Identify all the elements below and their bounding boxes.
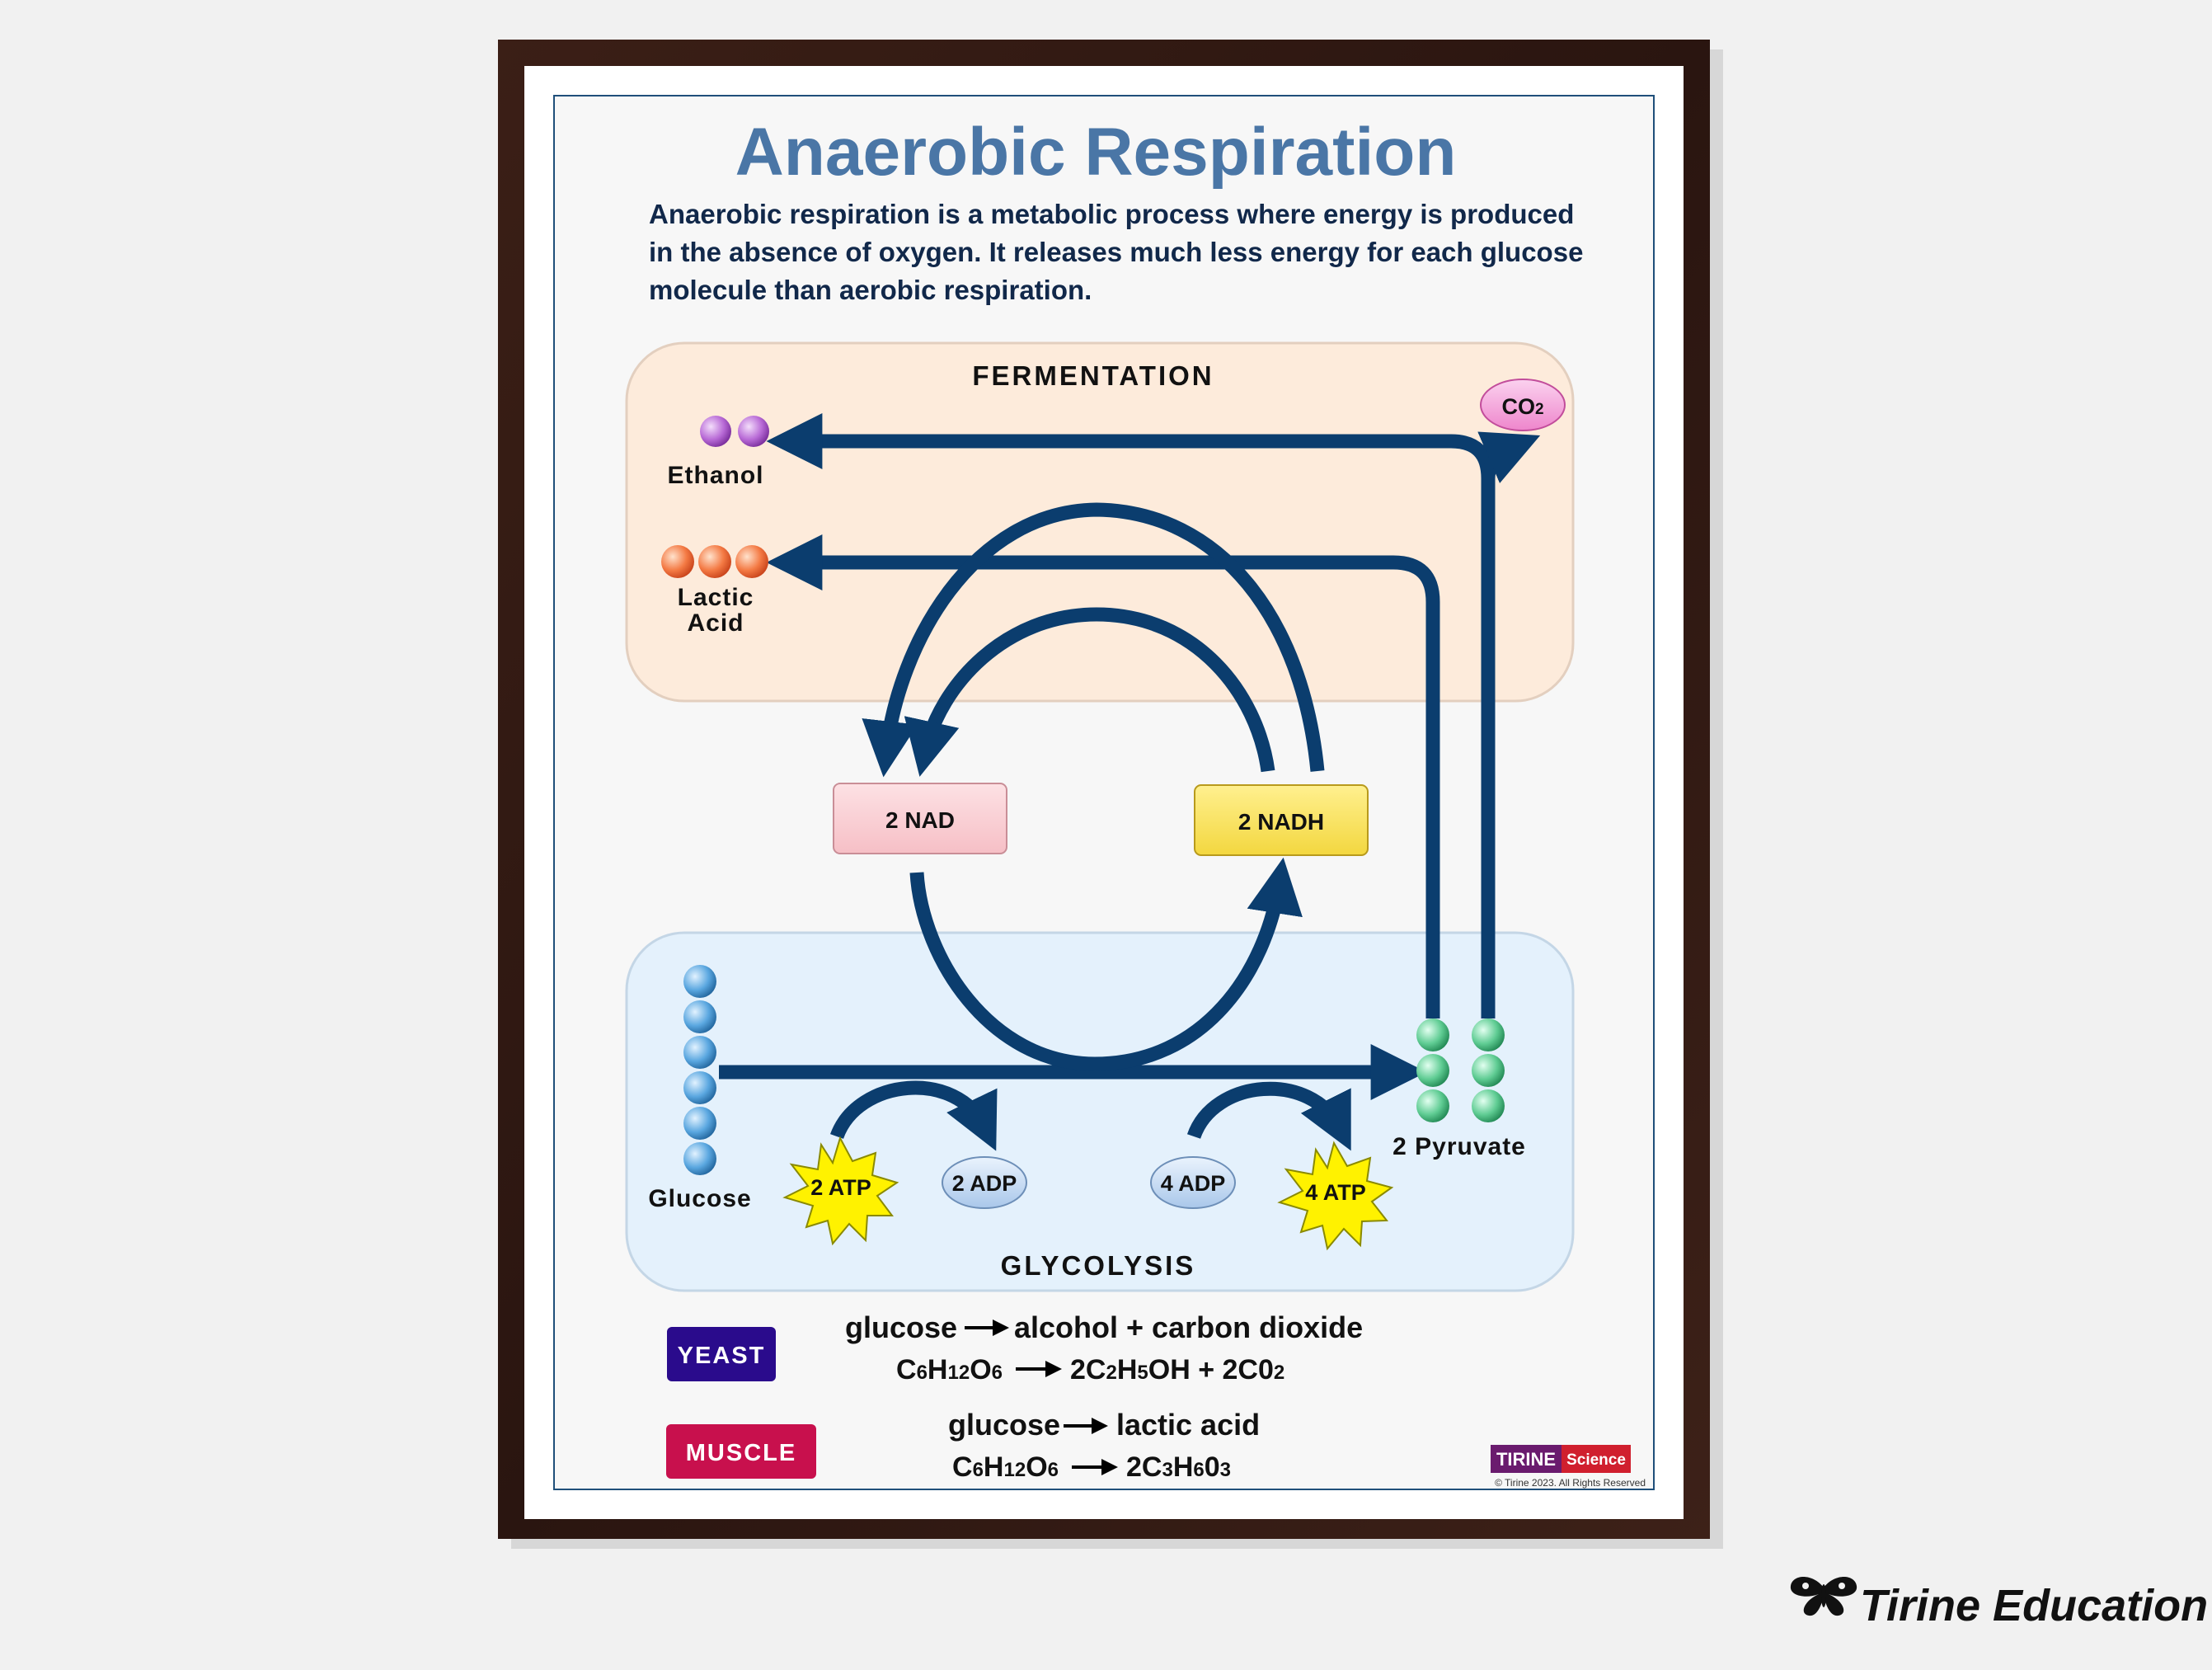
outer-cycle-arrow-left: [862, 502, 1325, 778]
glucose-label: Glucose: [648, 1185, 751, 1212]
yf2-a: 2C: [1070, 1354, 1106, 1385]
adp-to-atp-arrow: [1186, 1081, 1351, 1151]
yf1-b: 6: [917, 1362, 928, 1384]
mf2-e: 0: [1205, 1451, 1220, 1483]
co2-label: CO2: [1501, 394, 1543, 419]
mf1-d: 12: [1003, 1459, 1026, 1481]
atp-in-burst: [782, 1136, 899, 1246]
lactic-label-line2: Acid: [687, 609, 744, 637]
yf2-b: 2: [1106, 1362, 1116, 1384]
nad-box: [833, 783, 1007, 854]
yeast-badge: [667, 1327, 776, 1381]
glycolysis-title: GLYCOLYSIS: [1001, 1250, 1196, 1281]
muscle-badge-label: MUSCLE: [686, 1440, 796, 1466]
mf1-f: 6: [1048, 1459, 1059, 1481]
mf2-a: 2C: [1126, 1451, 1162, 1483]
co2-arrow: [1477, 431, 1541, 483]
intro-line-3: molecule than aerobic respiration.: [649, 275, 1092, 305]
adp-in-label: 4 ADP: [1161, 1171, 1226, 1196]
logo-right-text: Science: [1566, 1451, 1626, 1469]
yf1-c: H: [928, 1354, 948, 1385]
glucose-molecule: [683, 965, 716, 1175]
brand-name: Tirine Education: [1860, 1581, 2208, 1630]
atp-out-burst: [1277, 1141, 1394, 1251]
mf2-f: 3: [1220, 1459, 1231, 1481]
ethanol-label: Ethanol: [668, 462, 764, 489]
pyruvate-label: 2 Pyruvate: [1392, 1133, 1526, 1160]
muscle-formula-right: 2C3H603: [1126, 1451, 1231, 1483]
yf2-c: H: [1117, 1354, 1138, 1385]
mf2-b: 3: [1162, 1459, 1172, 1481]
copyright-text: © Tirine 2023. All Rights Reserved: [1495, 1477, 1646, 1489]
nadh-label: 2 NADH: [1238, 809, 1324, 835]
yf1-a: C: [896, 1354, 917, 1385]
lactic-arrow: [766, 534, 1440, 1018]
yeast-badge-label: YEAST: [678, 1343, 766, 1369]
yeast-word-left: glucose: [845, 1310, 957, 1344]
yf1-e: O: [970, 1354, 991, 1385]
yf2-e: OH + 2C0: [1148, 1354, 1274, 1385]
mf1-e: O: [1026, 1451, 1047, 1483]
ethanol-molecule: [700, 416, 769, 447]
mf2-d: 6: [1193, 1459, 1204, 1481]
lactic-label-line1: Lactic: [678, 584, 754, 611]
intro-text: Anaerobic respiration is a metabolic pro…: [649, 199, 1583, 305]
fermentation-title: FERMENTATION: [972, 360, 1214, 391]
adp-out-ellipse: [942, 1156, 1027, 1209]
adp-out-label: 2 ADP: [952, 1171, 1017, 1196]
butterfly-icon: [1790, 1577, 1857, 1616]
atp-in-label: 2 ATP: [810, 1175, 871, 1200]
mf2-c: H: [1173, 1451, 1194, 1483]
mf1-b: 6: [973, 1459, 984, 1481]
co2-bubble: [1480, 379, 1566, 431]
inner-cycle-arrow-left: [904, 607, 1275, 777]
muscle-word-left: glucose: [948, 1408, 1060, 1442]
co2-label-main: CO: [1501, 394, 1535, 419]
lower-cycle-arrow: [909, 857, 1303, 1071]
muscle-word-right: lactic acid: [1116, 1408, 1260, 1442]
yf2-f: 2: [1274, 1362, 1284, 1384]
muscle-badge: [666, 1424, 816, 1479]
pathway-arrows: [719, 413, 1541, 1151]
yf1-d: 12: [947, 1362, 970, 1384]
atp-to-adp-arrow: [829, 1080, 998, 1151]
atp-out-label: 4 ATP: [1305, 1180, 1366, 1205]
pyruvate-molecules: [1416, 1018, 1505, 1122]
logo-left-text: TIRINE: [1496, 1449, 1556, 1470]
co2-label-sub: 2: [1535, 401, 1544, 418]
yeast-word-right: alcohol + carbon dioxide: [1014, 1310, 1363, 1344]
mf1-a: C: [952, 1451, 973, 1483]
poster-title: Anaerobic Respiration: [735, 115, 1457, 190]
nad-label: 2 NAD: [885, 807, 955, 833]
yeast-formula-left: C6H12O6: [896, 1354, 1003, 1385]
nadh-box: [1194, 784, 1369, 856]
yf1-f: 6: [992, 1362, 1003, 1384]
tirine-science-logo: TIRINE Science: [1491, 1445, 1631, 1473]
intro-line-2: in the absence of oxygen. It releases mu…: [649, 237, 1583, 267]
fermentation-panel: [625, 341, 1575, 703]
yf2-d: 5: [1137, 1362, 1148, 1384]
intro-line-1: Anaerobic respiration is a metabolic pro…: [649, 199, 1574, 229]
adp-in-ellipse: [1150, 1156, 1236, 1209]
lactic-acid-molecule: [661, 545, 768, 578]
mf1-c: H: [984, 1451, 1004, 1483]
muscle-formula-left: C6H12O6: [952, 1451, 1059, 1483]
yeast-formula-right: 2C2H5OH + 2C02: [1070, 1354, 1284, 1385]
